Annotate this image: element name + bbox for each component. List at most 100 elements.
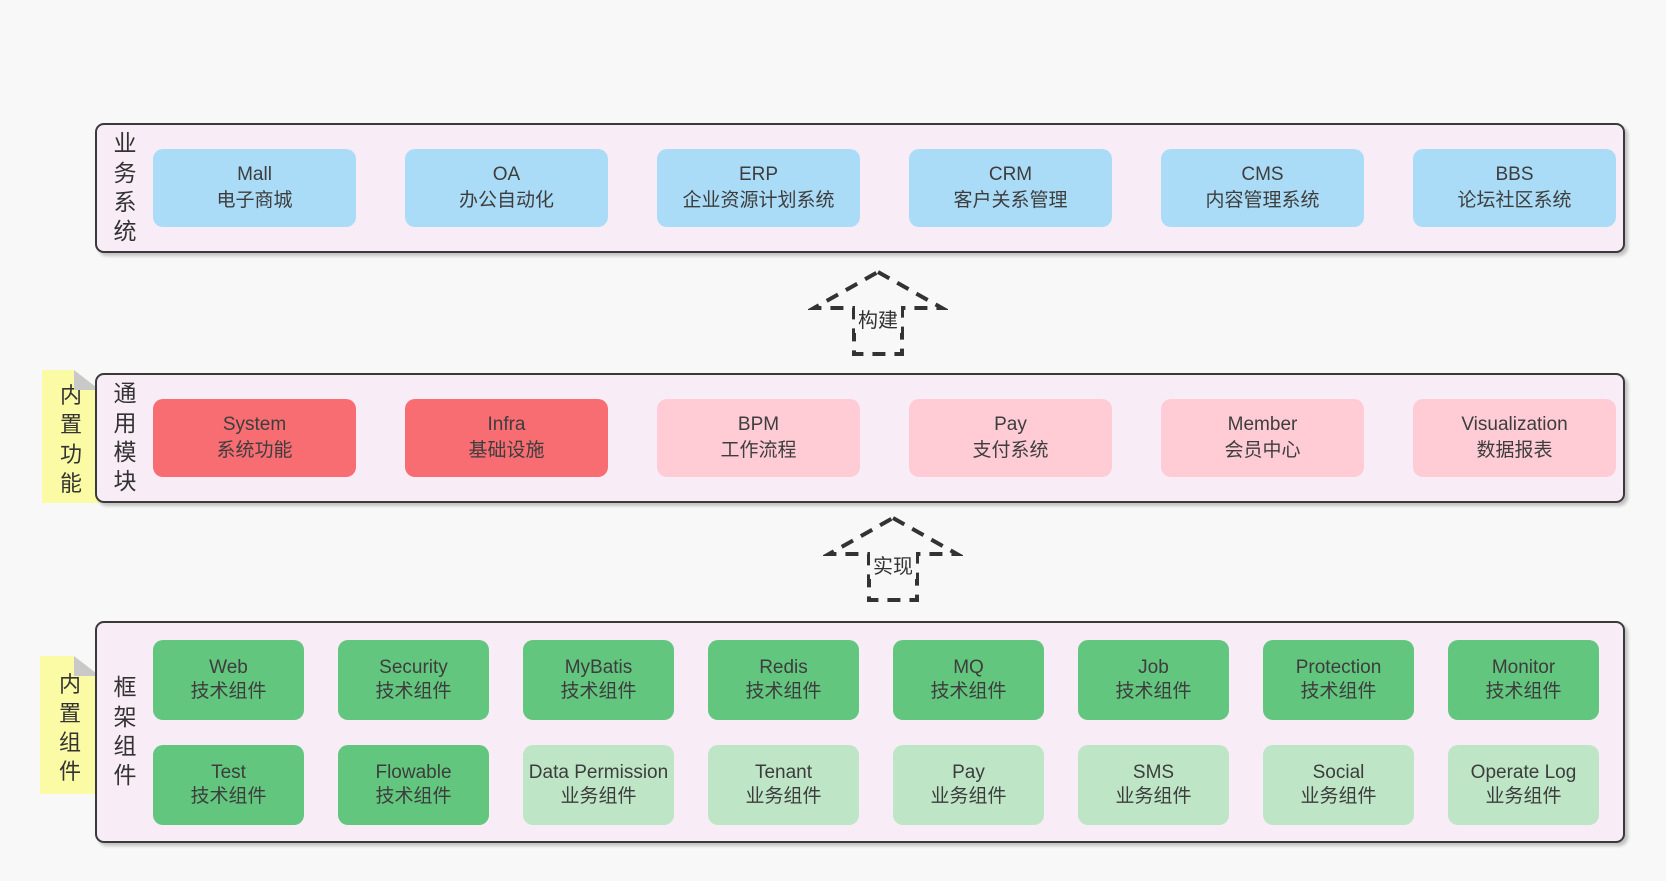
box-subtitle: 内容管理系统 (1205, 190, 1320, 211)
diagram-box: SMS 业务组件 (1078, 744, 1229, 825)
box-title: MQ (953, 656, 984, 678)
diagram-box: BBS 论坛社区系统 (1413, 149, 1616, 227)
box-subtitle: 办公自动化 (458, 190, 554, 211)
box-title: BPM (737, 414, 780, 435)
arrow-label: 实现 (870, 550, 916, 579)
box-title: OA (492, 164, 521, 185)
note-text: 内置组件 (59, 671, 82, 785)
box-title: CMS (1241, 164, 1284, 185)
box-subtitle: 业务组件 (1300, 785, 1377, 807)
section-label-text: 通用模块 (113, 380, 137, 495)
box-title: ERP (738, 164, 779, 185)
box-title: Security (379, 656, 448, 678)
section-common-modules: 通用模块 System 系统功能 Infra 基础设施 BPM 工作流程 (95, 373, 1625, 503)
box-subtitle: 技术组件 (560, 680, 637, 702)
box-subtitle: 企业资源计划系统 (682, 190, 835, 211)
diagram-box: Test 技术组件 (153, 744, 304, 825)
box-subtitle: 技术组件 (190, 680, 267, 702)
diagram-box: MyBatis 技术组件 (523, 639, 674, 720)
box-subtitle: 论坛社区系统 (1457, 190, 1572, 211)
box-title: Infra (487, 414, 526, 435)
box-title: MyBatis (564, 656, 633, 678)
diagram-box: MQ 技术组件 (893, 639, 1044, 720)
sticky-note-built-in-features: 内置功能 (42, 370, 100, 503)
dashed-up-arrow-icon (823, 515, 963, 602)
section-label-modules: 通用模块 (97, 375, 153, 501)
box-subtitle: 技术组件 (375, 680, 452, 702)
box-title: Web (209, 656, 248, 678)
diagram-box: Protection 技术组件 (1263, 639, 1414, 720)
box-subtitle: 业务组件 (745, 785, 822, 807)
box-subtitle: 会员中心 (1224, 440, 1301, 461)
sticky-note-built-in-components: 内置组件 (40, 656, 100, 794)
box-subtitle: 业务组件 (1485, 785, 1562, 807)
box-subtitle: 基础设施 (468, 440, 545, 461)
section-label-text: 框架组件 (113, 674, 137, 789)
diagram-box: Pay 业务组件 (893, 744, 1044, 825)
box-subtitle: 技术组件 (745, 680, 822, 702)
box-subtitle: 支付系统 (972, 440, 1049, 461)
box-subtitle: 系统功能 (216, 440, 293, 461)
diagram-box: CRM 客户关系管理 (909, 149, 1112, 227)
box-subtitle: 业务组件 (930, 785, 1007, 807)
business-box-row: Mall 电子商城 OA 办公自动化 ERP 企业资源计划系统 CRM 客户关系… (153, 125, 1624, 251)
diagram-box: Redis 技术组件 (708, 639, 859, 720)
section-label-business: 业务系统 (97, 125, 153, 251)
box-title: Protection (1295, 656, 1382, 678)
framework-box-grid: Web 技术组件 Security 技术组件 MyBatis 技术组件 Redi… (153, 623, 1623, 841)
box-subtitle: 客户关系管理 (953, 190, 1068, 211)
diagram-box: OA 办公自动化 (405, 149, 608, 227)
section-label-framework: 框架组件 (97, 623, 153, 841)
box-subtitle: 技术组件 (930, 680, 1007, 702)
diagram-box: Job 技术组件 (1078, 639, 1229, 720)
arrow-implement: 实现 (823, 514, 963, 604)
box-title: CRM (988, 164, 1033, 185)
box-title: Pay (994, 414, 1027, 435)
box-title: System (222, 414, 287, 435)
box-subtitle: 业务组件 (560, 785, 637, 807)
dashed-up-arrow-icon (808, 269, 948, 356)
box-title: Tenant (754, 761, 813, 783)
box-subtitle: 技术组件 (1115, 680, 1192, 702)
box-subtitle: 技术组件 (190, 785, 267, 807)
diagram-box: Infra 基础设施 (405, 399, 608, 477)
diagram-box: Flowable 技术组件 (338, 744, 489, 825)
diagram-box: CMS 内容管理系统 (1161, 149, 1364, 227)
diagram-box: Security 技术组件 (338, 639, 489, 720)
diagram-box: Monitor 技术组件 (1448, 639, 1599, 720)
box-subtitle: 电子商城 (216, 190, 293, 211)
box-title: Data Permission (528, 761, 669, 783)
diagram-box: BPM 工作流程 (657, 399, 860, 477)
diagram-box: Member 会员中心 (1161, 399, 1364, 477)
arrow-build: 构建 (808, 268, 948, 358)
box-title: Flowable (375, 761, 452, 783)
modules-box-row: System 系统功能 Infra 基础设施 BPM 工作流程 Pay 支付系统 (153, 375, 1624, 501)
box-subtitle: 数据报表 (1476, 440, 1553, 461)
box-subtitle: 业务组件 (1115, 785, 1192, 807)
diagram-box: Data Permission 业务组件 (523, 744, 674, 825)
diagram-box: Operate Log 业务组件 (1448, 744, 1599, 825)
diagram-box: ERP 企业资源计划系统 (657, 149, 860, 227)
section-business-systems: 业务系统 Mall 电子商城 OA 办公自动化 ERP 企业资源计划系统 (95, 123, 1625, 253)
box-title: Member (1227, 414, 1298, 435)
box-subtitle: 技术组件 (1485, 680, 1562, 702)
box-title: Visualization (1461, 414, 1568, 435)
box-title: Job (1138, 656, 1169, 678)
diagram-box: Web 技术组件 (153, 639, 304, 720)
box-title: Monitor (1491, 656, 1556, 678)
box-title: Redis (759, 656, 808, 678)
note-text: 内置功能 (60, 383, 83, 496)
diagram-box: Pay 支付系统 (909, 399, 1112, 477)
box-title: SMS (1132, 761, 1175, 783)
diagram-box: Mall 电子商城 (153, 149, 356, 227)
box-title: Mall (237, 164, 272, 185)
diagram-box: Social 业务组件 (1263, 744, 1414, 825)
section-framework-components: 框架组件 Web 技术组件 Security 技术组件 MyBatis 技术组件 (95, 621, 1625, 843)
box-subtitle: 工作流程 (720, 440, 797, 461)
section-label-text: 业务系统 (113, 130, 137, 245)
box-subtitle: 技术组件 (375, 785, 452, 807)
box-title: Operate Log (1470, 761, 1577, 783)
diagram-box: Tenant 业务组件 (708, 744, 859, 825)
diagram-box: System 系统功能 (153, 399, 356, 477)
